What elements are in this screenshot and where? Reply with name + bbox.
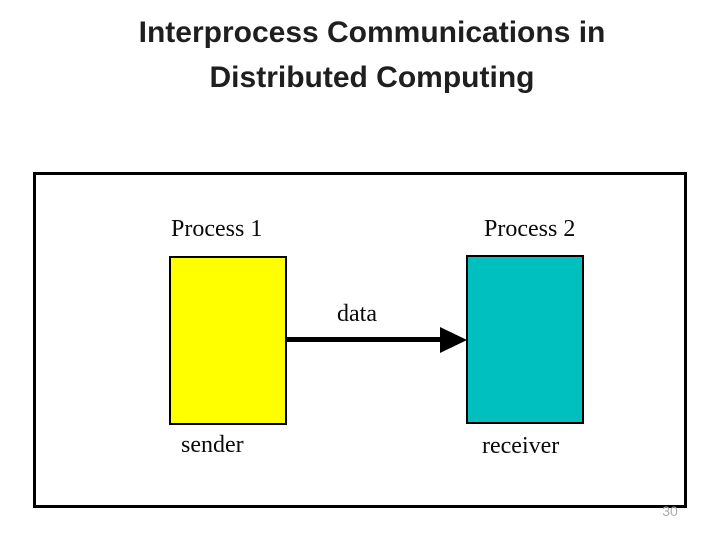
slide-title-line2: Distributed Computing	[209, 61, 535, 94]
receiver-process-box	[466, 255, 584, 424]
data-arrow-head-icon	[440, 327, 467, 353]
sender-label: sender	[181, 432, 244, 458]
sender-process-box	[169, 256, 287, 425]
process1-label: Process 1	[171, 216, 263, 242]
slide-title: Interprocess Communications in Distribute…	[24, 10, 720, 100]
page-number: 30	[662, 503, 678, 519]
data-arrow-line	[287, 337, 443, 342]
process2-label: Process 2	[484, 216, 576, 242]
diagram-frame: Process 1 Process 2 data sender receiver	[33, 172, 687, 508]
data-arrow-label: data	[337, 301, 377, 327]
receiver-label: receiver	[482, 433, 560, 459]
slide-title-line1: Interprocess Communications in	[138, 16, 606, 49]
